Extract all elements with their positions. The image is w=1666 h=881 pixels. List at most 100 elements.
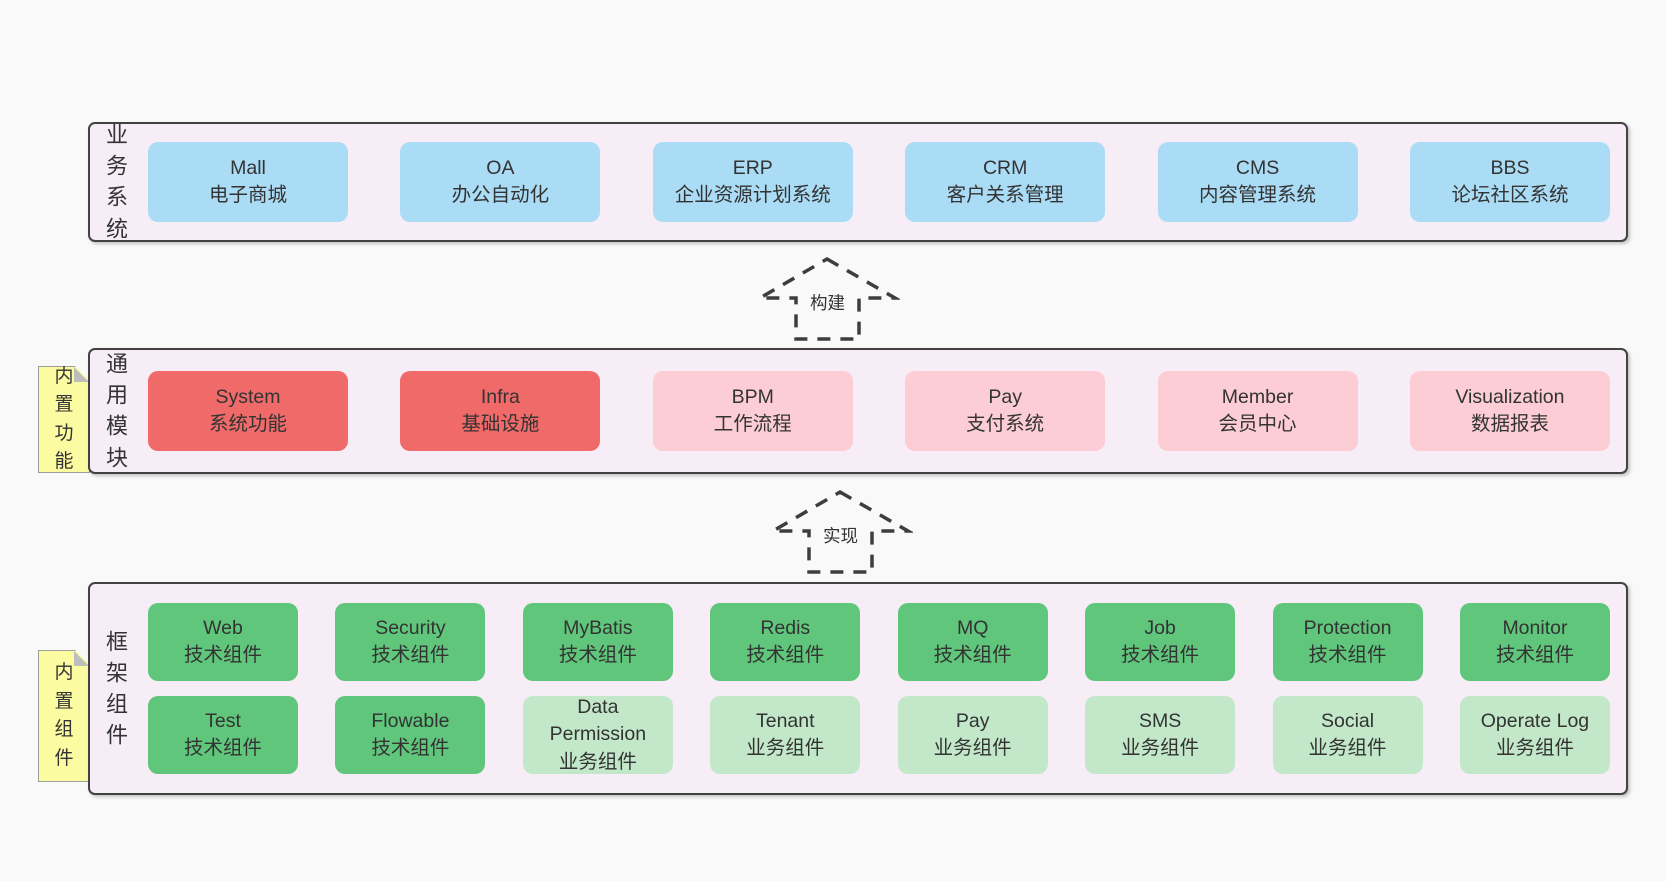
box-subtitle: 基础设施 bbox=[461, 413, 540, 435]
box-infra: Infra 基础设施 bbox=[400, 371, 601, 451]
dashed-up-arrow-icon bbox=[755, 256, 900, 341]
box-mybatis: MyBatis 技术组件 bbox=[522, 603, 673, 681]
box-system: System 系统功能 bbox=[148, 371, 348, 451]
box-subtitle: 业务组件 bbox=[933, 737, 1012, 759]
box-title: Monitor bbox=[1502, 616, 1568, 639]
box-test: Test 技术组件 bbox=[148, 696, 298, 774]
box-subtitle: 业务组件 bbox=[1121, 737, 1200, 759]
box-subtitle: 业务组件 bbox=[1495, 737, 1574, 759]
box-pay-system: Pay 支付系统 bbox=[905, 371, 1106, 451]
box-operate-log: Operate Log 业务组件 bbox=[1459, 696, 1610, 774]
box-title: Flowable bbox=[371, 709, 450, 732]
framework-row-2: Test 技术组件 Flowable 技术组件 Data Permission … bbox=[148, 696, 1610, 774]
box-subtitle: 技术组件 bbox=[746, 644, 825, 666]
box-subtitle: 技术组件 bbox=[1495, 644, 1574, 666]
box-bpm: BPM 工作流程 bbox=[652, 371, 853, 451]
box-title: BPM bbox=[731, 385, 774, 408]
build-arrow-icon: 构建 bbox=[755, 256, 900, 342]
implement-arrow-label: 实现 bbox=[820, 523, 861, 548]
box-subtitle: 工作流程 bbox=[713, 413, 792, 435]
box-title: Security bbox=[375, 616, 446, 639]
box-subtitle: 数据报表 bbox=[1470, 413, 1549, 435]
box-title: CRM bbox=[982, 156, 1028, 179]
box-oa: OA 办公自动化 bbox=[400, 142, 601, 222]
box-subtitle: 电子商城 bbox=[208, 184, 287, 206]
box-security: Security 技术组件 bbox=[335, 603, 486, 681]
framework-components-rows: Web 技术组件 Security 技术组件 MyBatis 技术组件 Redi… bbox=[148, 603, 1610, 774]
box-redis: Redis 技术组件 bbox=[710, 603, 861, 681]
box-web: Web 技术组件 bbox=[148, 603, 298, 681]
box-subtitle: 技术组件 bbox=[371, 644, 450, 666]
box-subtitle: 业务组件 bbox=[558, 750, 637, 773]
box-pay-component: Pay 业务组件 bbox=[897, 696, 1048, 774]
box-title: Member bbox=[1221, 385, 1294, 408]
box-title: Pay bbox=[955, 709, 990, 732]
business-systems-label: 业务系统 bbox=[105, 122, 128, 242]
box-title: System bbox=[215, 385, 281, 408]
box-tenant: Tenant 业务组件 bbox=[710, 696, 861, 774]
box-title: OA bbox=[486, 156, 515, 179]
box-visualization: Visualization 数据报表 bbox=[1409, 371, 1610, 451]
box-subtitle: 系统功能 bbox=[208, 413, 287, 435]
box-title: Mall bbox=[230, 156, 266, 179]
box-subtitle: 客户关系管理 bbox=[946, 184, 1064, 206]
built-in-features-note-label: 内置功能 bbox=[54, 365, 74, 472]
business-systems-row: Mall 电子商城 OA 办公自动化 ERP 企业资源计划系统 CRM 客户关系… bbox=[148, 124, 1610, 240]
implement-arrow-icon: 实现 bbox=[768, 489, 913, 575]
box-title: Data Permission bbox=[549, 696, 647, 746]
box-subtitle: 会员中心 bbox=[1218, 413, 1297, 435]
box-cms: CMS 内容管理系统 bbox=[1157, 142, 1358, 222]
box-title: Pay bbox=[988, 385, 1022, 408]
box-title: BBS bbox=[1490, 156, 1530, 179]
box-data-permission: Data Permission 业务组件 bbox=[522, 696, 673, 774]
framework-components-layer: 框架组件 Web 技术组件 Security 技术组件 MyBatis 技术组件… bbox=[88, 582, 1628, 795]
box-mall: Mall 电子商城 bbox=[148, 142, 348, 222]
box-title: CMS bbox=[1235, 156, 1280, 179]
framework-row-1: Web 技术组件 Security 技术组件 MyBatis 技术组件 Redi… bbox=[148, 603, 1610, 681]
box-subtitle: 技术组件 bbox=[1121, 644, 1200, 666]
box-erp: ERP 企业资源计划系统 bbox=[652, 142, 853, 222]
box-title: Visualization bbox=[1455, 385, 1565, 408]
box-monitor: Monitor 技术组件 bbox=[1459, 603, 1610, 681]
box-title: ERP bbox=[732, 156, 773, 179]
box-title: Operate Log bbox=[1480, 709, 1590, 732]
box-title: MyBatis bbox=[563, 616, 633, 639]
box-subtitle: 技术组件 bbox=[558, 644, 637, 666]
box-subtitle: 技术组件 bbox=[1308, 644, 1387, 666]
built-in-components-note: 内置组件 bbox=[38, 650, 90, 782]
common-modules-label: 通用模块 bbox=[105, 351, 128, 471]
box-member: Member 会员中心 bbox=[1157, 371, 1358, 451]
built-in-features-note: 内置功能 bbox=[38, 366, 90, 473]
box-social: Social 业务组件 bbox=[1272, 696, 1423, 774]
box-subtitle: 企业资源计划系统 bbox=[674, 184, 831, 206]
box-subtitle: 技术组件 bbox=[933, 644, 1012, 666]
box-subtitle: 支付系统 bbox=[966, 413, 1045, 435]
box-flowable: Flowable 技术组件 bbox=[335, 696, 486, 774]
box-subtitle: 办公自动化 bbox=[451, 184, 550, 206]
box-subtitle: 技术组件 bbox=[183, 644, 262, 666]
box-subtitle: 技术组件 bbox=[183, 737, 262, 759]
business-systems-layer: 业务系统 Mall 电子商城 OA 办公自动化 ERP 企业资源计划系统 CRM… bbox=[88, 122, 1628, 242]
box-mq: MQ 技术组件 bbox=[897, 603, 1048, 681]
box-sms: SMS 业务组件 bbox=[1085, 696, 1236, 774]
box-title: SMS bbox=[1138, 709, 1182, 732]
box-job: Job 技术组件 bbox=[1085, 603, 1236, 681]
box-subtitle: 技术组件 bbox=[371, 737, 450, 759]
box-title: Web bbox=[203, 616, 243, 639]
framework-components-label: 框架组件 bbox=[105, 629, 128, 748]
box-title: Redis bbox=[760, 616, 811, 639]
box-title: Protection bbox=[1303, 616, 1392, 639]
box-subtitle: 内容管理系统 bbox=[1199, 184, 1317, 206]
build-arrow-label: 构建 bbox=[807, 290, 848, 315]
dashed-up-arrow-icon bbox=[768, 489, 913, 574]
box-title: Tenant bbox=[755, 709, 815, 732]
box-crm: CRM 客户关系管理 bbox=[905, 142, 1106, 222]
box-title: Social bbox=[1320, 709, 1375, 732]
box-bbs: BBS 论坛社区系统 bbox=[1409, 142, 1610, 222]
box-title: Infra bbox=[480, 385, 520, 408]
box-title: Test bbox=[205, 709, 241, 732]
box-title: Job bbox=[1144, 616, 1176, 639]
box-title: MQ bbox=[956, 616, 989, 639]
box-subtitle: 业务组件 bbox=[746, 737, 825, 759]
built-in-components-note-label: 内置组件 bbox=[54, 662, 74, 769]
